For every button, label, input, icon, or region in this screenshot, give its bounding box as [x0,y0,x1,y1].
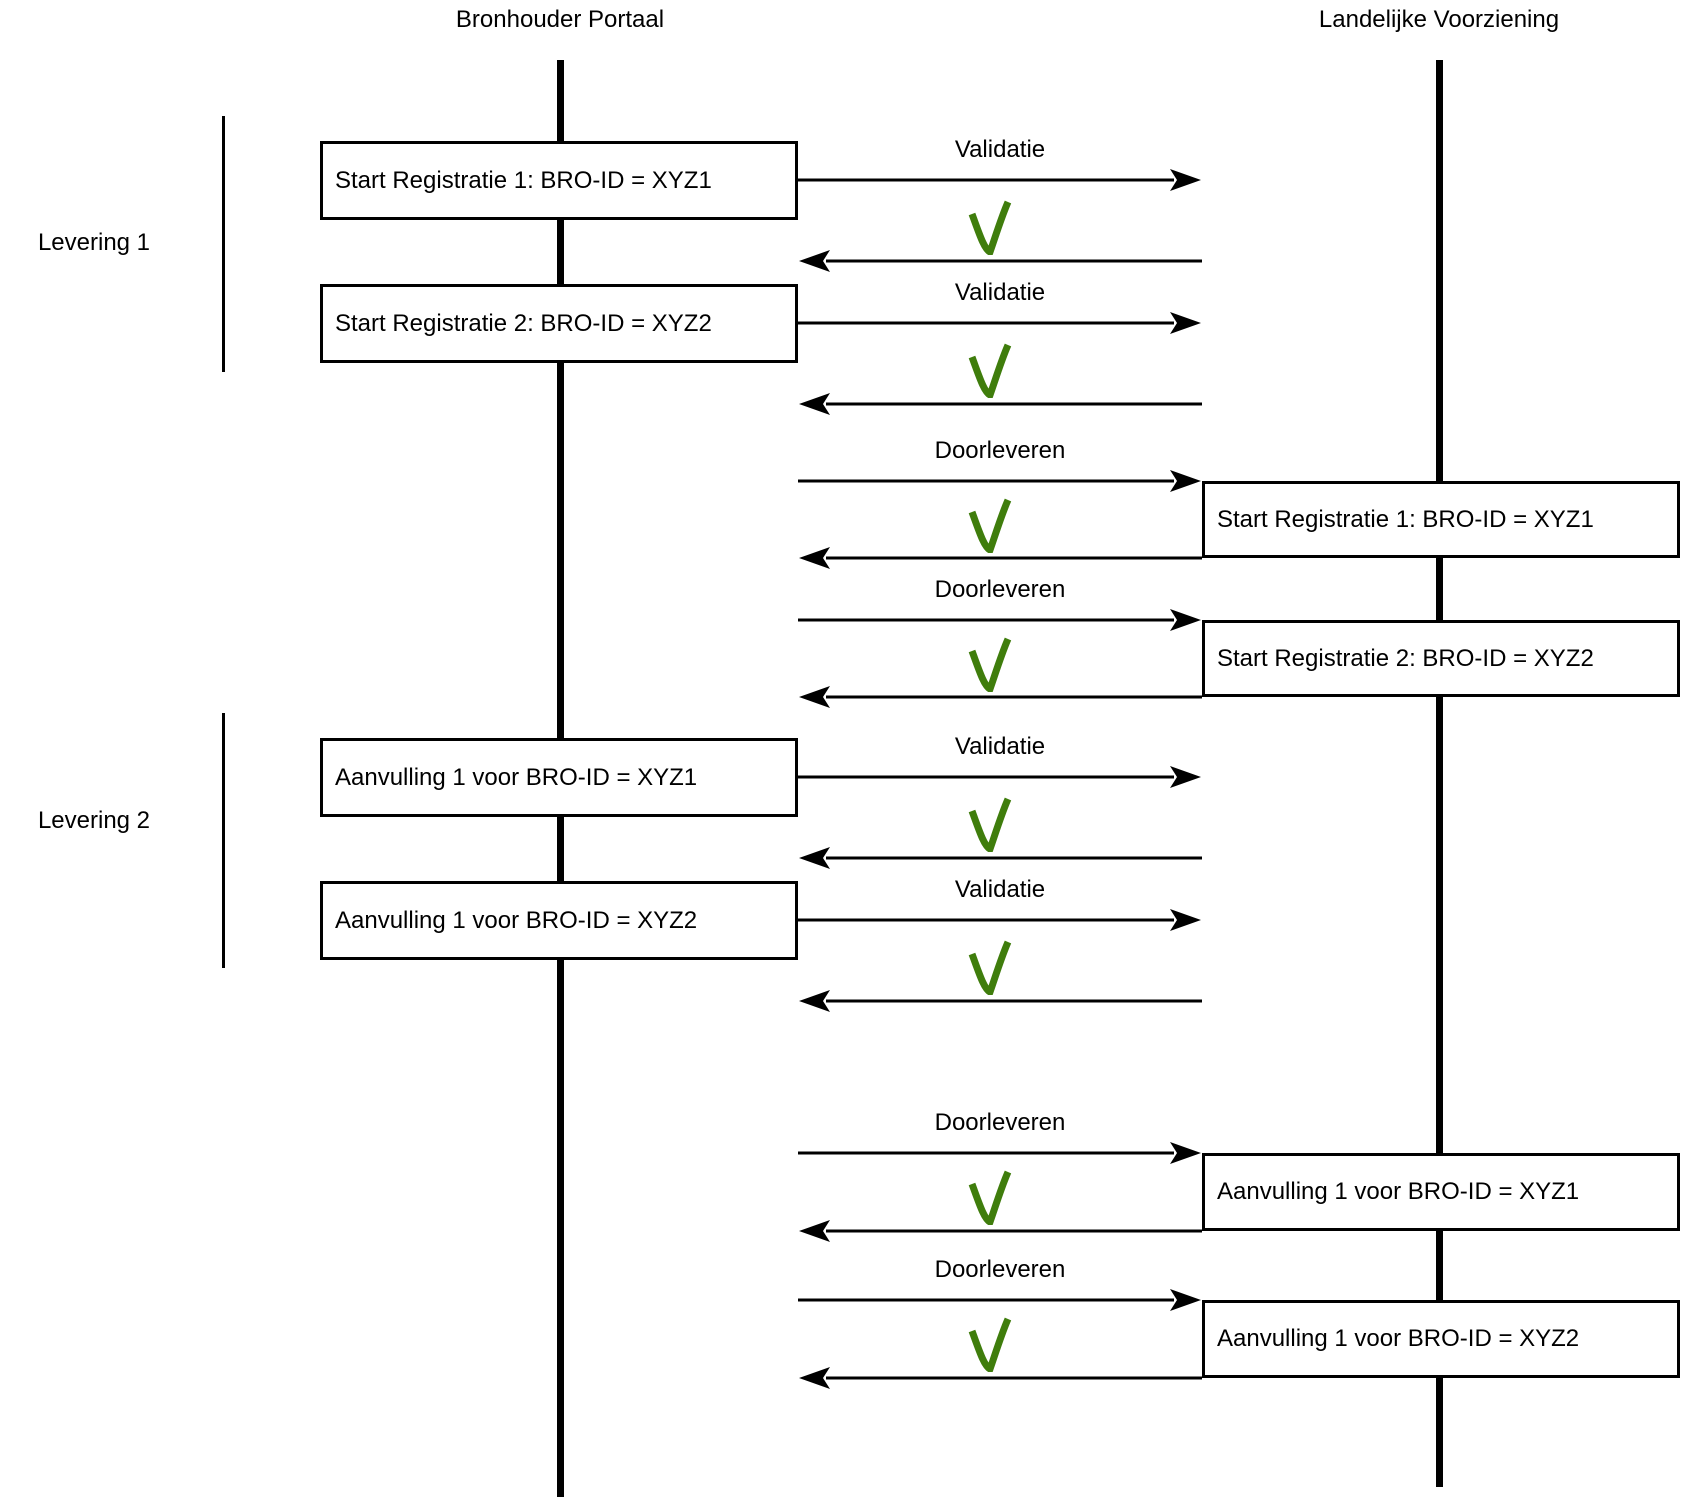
right-arrow-icon [798,909,1201,931]
left-arrow-icon [799,547,1202,569]
column-title-bronhouder-portaal: Bronhouder Portaal [455,6,665,33]
response-arrow [798,391,1202,417]
message-box-text: Aanvulling 1 voor BRO-ID = XYZ2 [335,906,698,934]
arrow-label: Validatie [954,876,1046,903]
message-box: Aanvulling 1 voor BRO-ID = XYZ2 [1202,1300,1680,1378]
success-checkmark-icon [967,796,1013,854]
request-arrow [798,1287,1202,1313]
arrow-label: Doorleveren [934,1256,1066,1283]
success-checkmark-icon [967,939,1013,997]
arrow-label: Validatie [954,279,1046,306]
left-arrow-icon [799,1220,1202,1242]
left-arrow-icon [799,686,1202,708]
left-arrow-icon [799,1367,1202,1389]
request-arrow [798,468,1202,494]
right-arrow-icon [798,766,1201,788]
left-arrow-icon [799,393,1202,415]
message-box-text: Start Registratie 1: BRO-ID = XYZ1 [335,166,712,194]
column-title-landelijke-voorziening: Landelijke Voorziening [1318,6,1560,33]
response-arrow [798,988,1202,1014]
response-arrow [798,545,1202,571]
message-box: Start Registratie 2: BRO-ID = XYZ2 [1202,620,1680,697]
request-arrow [798,1140,1202,1166]
left-arrow-icon [799,847,1202,869]
request-arrow [798,907,1202,933]
message-box-text: Aanvulling 1 voor BRO-ID = XYZ2 [1217,1325,1580,1352]
request-arrow [798,764,1202,790]
group-label-levering-2: Levering 2 [37,807,151,834]
message-box: Start Registratie 2: BRO-ID = XYZ2 [320,284,798,363]
left-arrow-icon [799,250,1202,272]
arrow-label: Doorleveren [934,576,1066,603]
right-arrow-icon [798,609,1201,631]
message-box: Start Registratie 1: BRO-ID = XYZ1 [1202,481,1680,558]
right-arrow-icon [798,470,1201,492]
message-box-text: Aanvulling 1 voor BRO-ID = XYZ1 [1217,1178,1580,1205]
group-label-levering-1: Levering 1 [37,229,151,256]
left-arrow-icon [799,990,1202,1012]
request-arrow [798,607,1202,633]
success-checkmark-icon [967,199,1013,257]
message-box: Aanvulling 1 voor BRO-ID = XYZ2 [320,881,798,960]
request-arrow [798,310,1202,336]
message-box-text: Start Registratie 1: BRO-ID = XYZ1 [1217,505,1594,533]
right-arrow-icon [798,1289,1201,1311]
response-arrow [798,684,1202,710]
success-checkmark-icon [967,342,1013,400]
success-checkmark-icon [967,1169,1013,1227]
message-box-text: Start Registratie 2: BRO-ID = XYZ2 [1217,644,1594,672]
response-arrow [798,1365,1202,1391]
message-box: Start Registratie 1: BRO-ID = XYZ1 [320,141,798,220]
arrow-label: Doorleveren [934,1109,1066,1136]
message-box: Aanvulling 1 voor BRO-ID = XYZ1 [320,738,798,817]
group-bracket-levering-1 [222,116,225,372]
response-arrow [798,845,1202,871]
response-arrow [798,1218,1202,1244]
right-arrow-icon [798,312,1201,334]
response-arrow [798,248,1202,274]
group-bracket-levering-2 [222,713,225,968]
arrow-label: Validatie [954,733,1046,760]
arrow-label: Doorleveren [934,437,1066,464]
message-box: Aanvulling 1 voor BRO-ID = XYZ1 [1202,1153,1680,1231]
success-checkmark-icon [967,636,1013,694]
message-box-text: Aanvulling 1 voor BRO-ID = XYZ1 [335,763,698,791]
right-arrow-icon [798,169,1201,191]
right-arrow-icon [798,1142,1201,1164]
success-checkmark-icon [967,1316,1013,1374]
success-checkmark-icon [967,497,1013,555]
arrow-label: Validatie [954,136,1046,163]
request-arrow [798,167,1202,193]
lifeline-landelijke-voorziening [1436,60,1443,1487]
message-box-text: Start Registratie 2: BRO-ID = XYZ2 [335,309,712,337]
